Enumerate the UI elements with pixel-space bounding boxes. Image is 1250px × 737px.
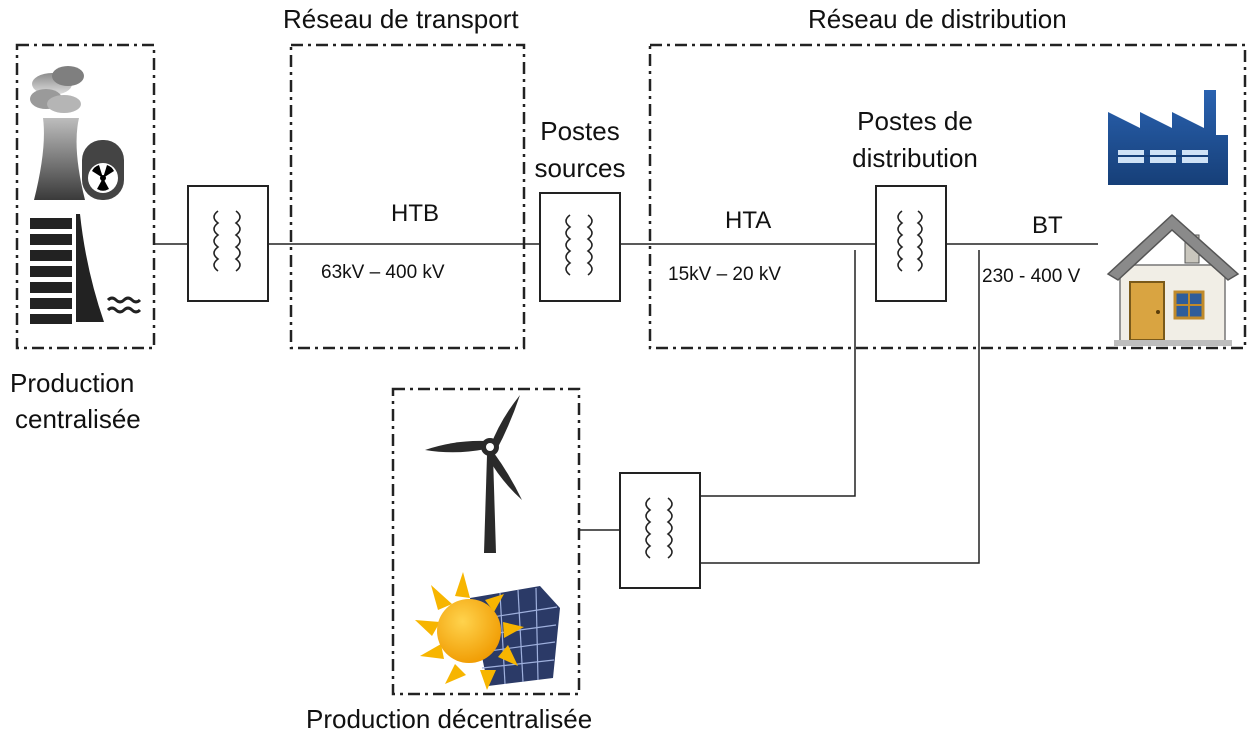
wind-turbine-icon [425, 395, 522, 553]
house-icon [1106, 213, 1240, 346]
distribution-network-title: Réseau de distribution [808, 4, 1067, 34]
transformer-icon [187, 185, 269, 302]
transformer-icon [875, 185, 947, 302]
zone-reseau-distribution [648, 43, 1247, 350]
factory-icon [1108, 90, 1228, 185]
zone-production-centralisee [15, 43, 156, 350]
postes-sources-label-2: sources [534, 153, 626, 183]
line-decentral-to-bt [700, 250, 980, 564]
transport-network-title: Réseau de transport [283, 4, 519, 34]
nuclear-plant-icon [30, 66, 124, 200]
bt-voltage-range: 230 - 400 V [982, 266, 1081, 287]
transformer-icon [539, 192, 621, 302]
solar-panel-icon [415, 572, 560, 690]
htb-label: HTB [391, 200, 439, 227]
hydro-dam-icon [30, 214, 142, 324]
zone-production-decentralisee [391, 387, 581, 696]
production-centralisee-label-1: Production [10, 368, 135, 398]
bt-label: BT [1032, 212, 1063, 239]
transformer-icon [619, 472, 701, 589]
power-lines [154, 243, 1098, 564]
postes-sources-label-1: Postes [540, 116, 620, 146]
hta-label: HTA [725, 207, 772, 234]
postes-distribution-label-2: distribution [852, 143, 978, 173]
postes-distribution-label-1: Postes de [857, 106, 973, 136]
hta-voltage-range: 15kV – 20 kV [668, 264, 782, 285]
production-centralisee-label-2: centralisée [15, 404, 141, 434]
production-decentralisee-label: Production décentralisée [306, 704, 593, 734]
htb-voltage-range: 63kV – 400 kV [321, 262, 445, 283]
line-decentral-to-hta [700, 250, 856, 497]
zone-reseau-transport [289, 43, 526, 350]
